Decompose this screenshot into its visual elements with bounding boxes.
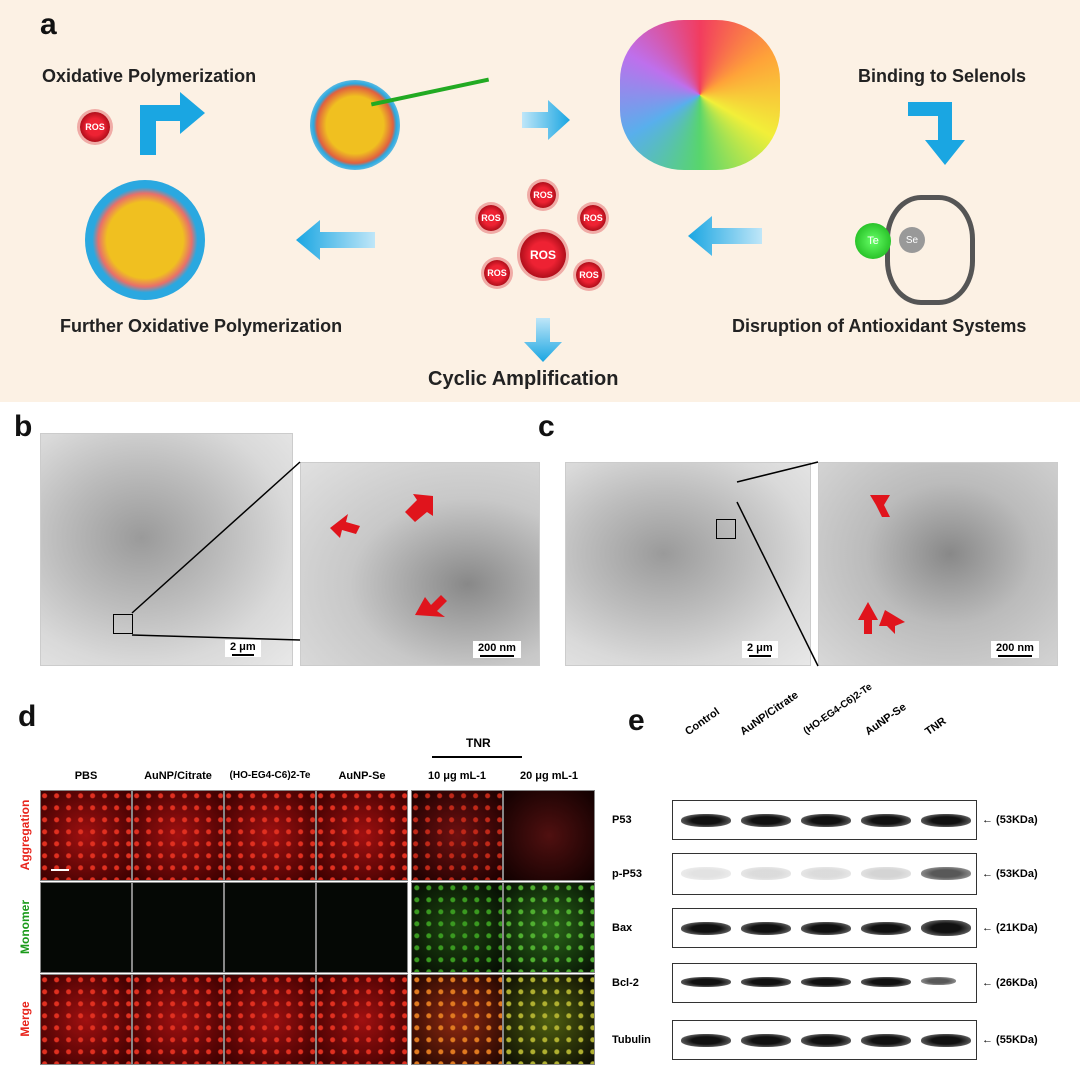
te-se-binding-illustration: Te Se bbox=[845, 195, 975, 305]
molecular-weight: ← (26KDa) bbox=[982, 977, 1038, 989]
column-header: (HO-EG4-C6)2-Te bbox=[229, 770, 311, 781]
ros-icon: ROS bbox=[576, 262, 602, 288]
blot-label: Tubulin bbox=[612, 1034, 651, 1046]
further-polymerization-label: Further Oxidative Polymerization bbox=[60, 316, 343, 336]
fluorescence-image bbox=[411, 790, 503, 881]
se-atom: Se bbox=[899, 227, 925, 253]
molecular-weight: ← (53KDa) bbox=[982, 868, 1038, 880]
arrow-down-icon bbox=[908, 102, 965, 165]
column-header: 10 μg mL-1 bbox=[427, 770, 487, 782]
fluorescence-image bbox=[132, 974, 224, 1065]
panel-label-d: d bbox=[18, 700, 37, 733]
fluorescence-image bbox=[224, 790, 316, 881]
lane-header: Control bbox=[683, 705, 723, 738]
blot-p53 bbox=[672, 800, 977, 840]
fluorescence-image bbox=[132, 882, 224, 973]
blot-label: Bax bbox=[612, 922, 633, 934]
fluorescence-image bbox=[132, 790, 224, 881]
column-header: PBS bbox=[74, 770, 98, 782]
blot-label: P53 bbox=[612, 814, 632, 826]
lane-header: AuNP-Se bbox=[863, 701, 909, 738]
column-header: AuNP-Se bbox=[338, 770, 386, 782]
tnr-group-bracket bbox=[432, 756, 522, 758]
polymer-nanoparticle-illustration bbox=[290, 60, 490, 180]
tem-annotation-arrows bbox=[131, 461, 905, 667]
blot-bcl2 bbox=[672, 963, 977, 1003]
fluorescence-image bbox=[503, 882, 595, 973]
binding-selenols-label: Binding to Selenols bbox=[858, 66, 1027, 86]
column-header: AuNP/Citrate bbox=[144, 770, 212, 782]
ros-icon: ROS bbox=[530, 182, 556, 208]
row-label-monomer: Monomer bbox=[18, 900, 32, 954]
blot-tubulin bbox=[672, 1020, 977, 1060]
tem-cell-image-c: 2 μm bbox=[565, 462, 811, 666]
lane-header: TNR bbox=[923, 715, 949, 738]
fluorescence-image bbox=[411, 882, 503, 973]
te-atom: Te bbox=[855, 223, 891, 259]
fluorescence-image bbox=[316, 790, 408, 881]
molecular-weight: ← (53KDa) bbox=[982, 814, 1038, 826]
fluorescence-image bbox=[316, 974, 408, 1065]
row-label-aggregation: Aggregation bbox=[18, 799, 32, 871]
fluorescence-image bbox=[224, 882, 316, 973]
fluorescence-image bbox=[503, 974, 595, 1065]
arrow-left-icon bbox=[296, 220, 375, 260]
molecular-weight: ← (55KDa) bbox=[982, 1034, 1038, 1046]
molecular-weight: ← (21KDa) bbox=[982, 922, 1038, 934]
arrow-right-icon bbox=[522, 100, 570, 140]
disruption-label: Disruption of Antioxidant Systems bbox=[732, 316, 1027, 336]
scale-label: 2 μm bbox=[747, 642, 773, 654]
ros-icon: ROS bbox=[580, 205, 606, 231]
arrow-left-icon bbox=[688, 216, 762, 256]
fluorescence-image bbox=[224, 974, 316, 1065]
panel-label-e: e bbox=[628, 704, 645, 737]
ros-icon: ROS bbox=[484, 260, 510, 286]
blot-label: Bcl-2 bbox=[612, 977, 639, 989]
oxidative-polymerization-label: Oxidative Polymerization bbox=[42, 66, 257, 86]
fluorescence-image bbox=[40, 974, 132, 1065]
blot-label: p-P53 bbox=[612, 868, 642, 880]
scale-bar: 200 nm bbox=[473, 641, 521, 658]
arrow-down-icon bbox=[524, 318, 562, 362]
nanoparticle-illustration bbox=[85, 180, 205, 300]
panel-label-a: a bbox=[40, 8, 57, 41]
scale-label: 2 μm bbox=[230, 641, 256, 653]
panel-a-schematic: a Oxidative Polymerization Binding to Se… bbox=[0, 0, 1080, 402]
scale-bar: 200 nm bbox=[991, 641, 1039, 658]
fluorescence-image bbox=[411, 974, 503, 1065]
scale-label: 200 nm bbox=[996, 642, 1034, 654]
protein-illustration bbox=[620, 20, 780, 170]
fluorescence-image bbox=[40, 882, 132, 973]
row-label-merge: Merge bbox=[18, 1001, 32, 1037]
zoom-box bbox=[716, 519, 736, 539]
tnr-group-label: TNR bbox=[466, 736, 491, 750]
tem-cell-image-b: 2 μm bbox=[40, 433, 293, 666]
blot-p-p53 bbox=[672, 853, 977, 895]
ros-icon: ROS bbox=[80, 112, 110, 142]
column-header: 20 μg mL-1 bbox=[519, 770, 579, 782]
scale-bar: 2 μm bbox=[742, 641, 778, 658]
ros-icon: ROS bbox=[520, 232, 566, 278]
scale-label: 200 nm bbox=[478, 642, 516, 654]
scale-bar bbox=[51, 869, 69, 871]
fluorescence-image bbox=[503, 790, 595, 881]
ros-icon: ROS bbox=[478, 205, 504, 231]
cyclic-amplification-label: Cyclic Amplification bbox=[428, 368, 619, 390]
panel-label-b: b bbox=[14, 410, 33, 443]
arrow-up-right-icon bbox=[140, 92, 205, 155]
blot-bax bbox=[672, 908, 977, 948]
fluorescence-image bbox=[316, 882, 408, 973]
flow-arrows bbox=[140, 92, 965, 362]
zoom-box bbox=[113, 614, 133, 634]
panel-label-c: c bbox=[538, 410, 555, 443]
tem-zoom-image-c: 200 nm bbox=[818, 462, 1058, 666]
scale-bar: 2 μm bbox=[225, 640, 261, 657]
fluorescence-image bbox=[40, 790, 132, 881]
